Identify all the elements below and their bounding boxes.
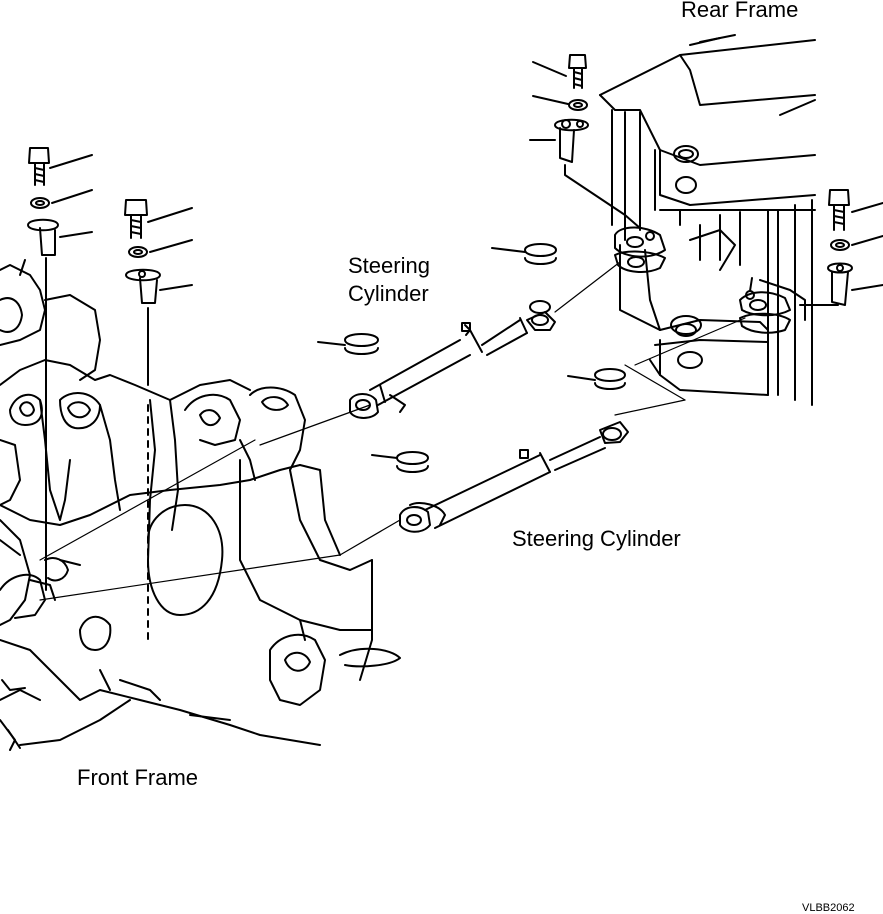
cylinder-bushings	[318, 244, 625, 472]
rear-frame-label: Rear Frame	[681, 0, 799, 22]
front-frame-label: Front Frame	[77, 765, 199, 790]
steering-cylinder-upper-label-line1: Steering	[348, 253, 430, 278]
upper-steering-cylinder	[350, 301, 555, 418]
alignment-lines	[40, 262, 745, 600]
hardware-rear-top	[530, 55, 640, 228]
front-frame-drawing	[0, 260, 400, 750]
rear-frame-drawing	[600, 35, 815, 405]
steering-cylinder-lower-label: Steering Cylinder	[512, 526, 681, 551]
hardware-front-left	[28, 148, 92, 590]
figure-code: VLBB2062	[802, 902, 855, 914]
lower-steering-cylinder	[400, 422, 628, 532]
steering-cylinder-upper-label-line2: Cylinder	[348, 281, 429, 306]
hardware-front-right	[125, 200, 192, 640]
hardware-rear-right	[800, 190, 883, 305]
